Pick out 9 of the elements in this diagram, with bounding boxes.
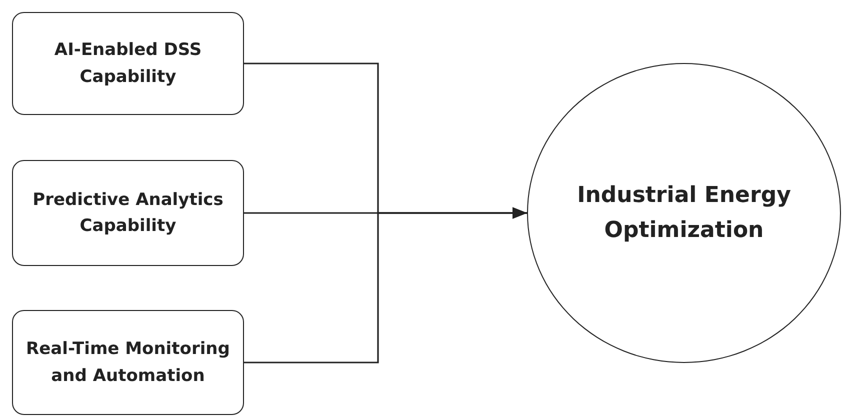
connector-arrow (244, 207, 527, 364)
capability-label: Real-Time Monitoring and Automation (25, 338, 231, 388)
capability-box (12, 160, 244, 266)
capability-box (12, 310, 244, 415)
capability-label: Predictive Analytics Capability (32, 188, 224, 238)
outcome-label: Industrial Energy Optimization (576, 182, 792, 245)
capability-box (12, 12, 244, 115)
outcome-ellipse (527, 63, 841, 363)
capability-label: AI-Enabled DSS Capability (53, 39, 203, 88)
